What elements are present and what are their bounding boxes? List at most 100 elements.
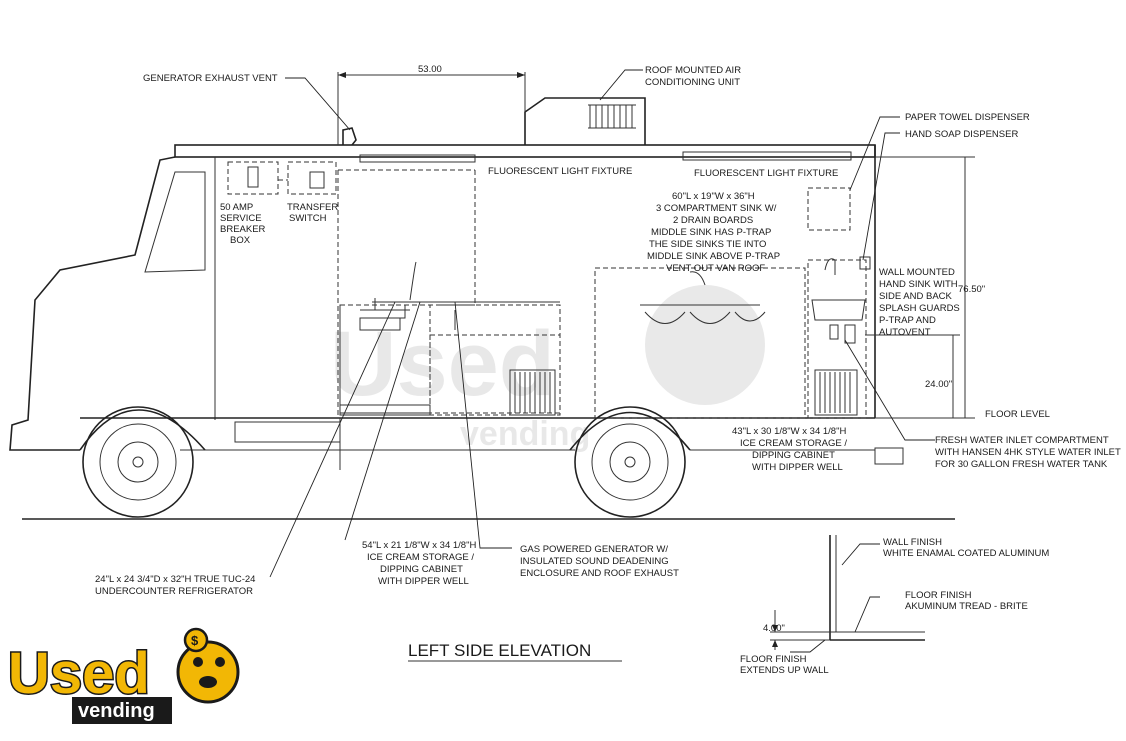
leader-lines	[269, 69, 935, 578]
svg-text:WALL FINISH: WALL FINISH	[883, 537, 942, 548]
svg-text:FOR 30 GALLON FRESH WATER TANK: FOR 30 GALLON FRESH WATER TANK	[935, 459, 1108, 470]
paper-towel-box	[807, 187, 851, 231]
svg-text:FLOOR FINISH: FLOOR FINISH	[905, 590, 972, 601]
cabinet-grille	[814, 369, 858, 416]
logo-sub-bg	[72, 697, 172, 724]
label-floor-level: FLOOR LEVEL	[985, 409, 1050, 420]
watermark-sub: vending	[460, 415, 590, 453]
label-paper-towel: PAPER TOWEL DISPENSER	[905, 112, 1030, 123]
height-dimensions: 76.50" 24.00"	[865, 156, 985, 419]
hand-sink-wall	[807, 259, 867, 419]
svg-text:WITH DIPPER WELL: WITH DIPPER WELL	[378, 576, 469, 587]
label-breaker-box: 50 AMP SERVICE BREAKER BOX	[220, 202, 266, 246]
svg-text:43"L x 30 1/8"W x 34 1/8"H: 43"L x 30 1/8"W x 34 1/8"H	[732, 426, 846, 437]
side-step	[234, 421, 341, 443]
svg-text:60"L x 19"W x 36"H: 60"L x 19"W x 36"H	[672, 191, 755, 202]
label-wall-finish: WALL FINISH WHITE ENAMAL COATED ALUMINUM	[883, 537, 1049, 559]
label-fluorescent-2: FLUORESCENT LIGHT FIXTURE	[694, 168, 838, 179]
rear-bumper	[874, 447, 904, 465]
floor-detail: 4.00"	[763, 535, 925, 653]
generator-enclosure	[429, 334, 561, 416]
dollar-coin-icon	[183, 627, 209, 653]
label-transfer-switch: TRANSFER SWITCH	[287, 202, 338, 224]
label-generator-exhaust: GENERATOR EXHAUST VENT	[143, 73, 278, 84]
svg-text:MIDDLE SINK HAS P-TRAP: MIDDLE SINK HAS P-TRAP	[651, 227, 771, 238]
svg-text:FLOOR FINISH: FLOOR FINISH	[740, 654, 807, 665]
windshield	[144, 171, 206, 273]
logo-sub: vending	[78, 700, 155, 722]
roof-ac-unit	[524, 97, 646, 145]
three-comp-sink-cabinet	[594, 267, 806, 419]
generator-grille	[509, 369, 556, 416]
label-roof-ac-2: CONDITIONING UNIT	[645, 77, 740, 88]
svg-text:INSULATED SOUND DEADENING: INSULATED SOUND DEADENING	[520, 556, 669, 567]
svg-text:50 AMP: 50 AMP	[220, 202, 253, 213]
logo-coin-icon	[176, 640, 240, 704]
svg-text:WHITE ENAMAL COATED ALUMINUM: WHITE ENAMAL COATED ALUMINUM	[883, 548, 1049, 559]
label-floor-finish: FLOOR FINISH AKUMINUM TREAD - BRITE	[905, 590, 1028, 612]
label-generator: GAS POWERED GENERATOR W/ INSULATED SOUND…	[520, 544, 679, 579]
svg-text:ICE CREAM STORAGE /: ICE CREAM STORAGE /	[740, 438, 847, 449]
svg-text:BOX: BOX	[230, 235, 251, 246]
light-fixture-1	[359, 154, 476, 163]
truck-body	[9, 144, 904, 470]
floor-detail-dim: 4.00"	[763, 623, 785, 634]
label-cabinet-43: 43"L x 30 1/8"W x 34 1/8"H ICE CREAM STO…	[732, 426, 847, 473]
cab-front-outline	[9, 156, 176, 451]
roof-dimension: 53.00	[337, 64, 526, 145]
usedvending-logo: Used $ vending	[7, 627, 240, 724]
svg-text:WITH DIPPER WELL: WITH DIPPER WELL	[752, 462, 843, 473]
sink-height-label: 24.00"	[925, 379, 952, 390]
label-cabinet-54: 54"L x 21 1/8"W x 34 1/8"H ICE CREAM STO…	[362, 540, 476, 587]
svg-text:24"L x 24 3/4"D x 32"H TRUE TU: 24"L x 24 3/4"D x 32"H TRUE TUC-24	[95, 574, 255, 585]
svg-text:2 DRAIN BOARDS: 2 DRAIN BOARDS	[673, 215, 753, 226]
svg-text:ICE CREAM STORAGE /: ICE CREAM STORAGE /	[367, 552, 474, 563]
logo-main: Used	[8, 641, 150, 706]
svg-text:54"L x 21 1/8"W x 34 1/8"H: 54"L x 21 1/8"W x 34 1/8"H	[362, 540, 476, 551]
svg-text:P-TRAP AND: P-TRAP AND	[879, 315, 936, 326]
svg-text:DIPPING CABINET: DIPPING CABINET	[380, 564, 463, 575]
label-fresh-water: FRESH WATER INLET COMPARTMENT WITH HANSE…	[935, 435, 1121, 470]
breaker-box	[227, 161, 279, 195]
roof-span-label: 53.00	[418, 64, 442, 75]
front-wheel	[82, 406, 194, 518]
svg-text:GAS POWERED GENERATOR W/: GAS POWERED GENERATOR W/	[520, 544, 668, 555]
light-fixture-2	[682, 151, 852, 161]
svg-text:EXTENDS UP WALL: EXTENDS UP WALL	[740, 665, 829, 676]
svg-text:3 COMPARTMENT SINK W/: 3 COMPARTMENT SINK W/	[656, 203, 777, 214]
svg-text:DIPPING CABINET: DIPPING CABINET	[752, 450, 835, 461]
label-floor-finish-up: FLOOR FINISH EXTENDS UP WALL	[740, 654, 829, 676]
roof	[174, 144, 876, 158]
svg-text:SIDE AND BACK: SIDE AND BACK	[879, 291, 953, 302]
label-three-comp-sink: 60"L x 19"W x 36"H 3 COMPARTMENT SINK W/…	[647, 191, 780, 274]
rear-wheel-arch	[569, 411, 691, 451]
svg-text:FRESH WATER INLET COMPARTMENT: FRESH WATER INLET COMPARTMENT	[935, 435, 1109, 446]
svg-text:MIDDLE SINK ABOVE P-TRAP: MIDDLE SINK ABOVE P-TRAP	[647, 251, 780, 262]
svg-text:BREAKER: BREAKER	[220, 224, 266, 235]
transfer-switch	[278, 161, 337, 195]
wall-height-label: 76.50"	[958, 284, 985, 295]
svg-text:UNDERCOUNTER REFRIGERATOR: UNDERCOUNTER REFRIGERATOR	[95, 586, 253, 597]
label-hand-sink: WALL MOUNTED HAND SINK WITH SIDE AND BAC…	[879, 267, 960, 338]
svg-text:ENCLOSURE AND ROOF EXHAUST: ENCLOSURE AND ROOF EXHAUST	[520, 568, 679, 579]
svg-text:AUTOVENT: AUTOVENT	[879, 327, 931, 338]
label-fluorescent-1: FLUORESCENT LIGHT FIXTURE	[488, 166, 632, 177]
rear-wheel	[574, 406, 686, 518]
exhaust-vent	[342, 127, 357, 146]
label-hand-soap: HAND SOAP DISPENSER	[905, 129, 1018, 140]
svg-text:HAND SINK WITH: HAND SINK WITH	[879, 279, 958, 290]
watermark: Used vending	[330, 285, 765, 453]
label-roof-ac-1: ROOF MOUNTED AIR	[645, 65, 741, 76]
svg-text:VENT OUT VAN ROOF: VENT OUT VAN ROOF	[666, 263, 765, 274]
watermark-main: Used	[330, 313, 555, 415]
svg-text:AKUMINUM TREAD - BRITE: AKUMINUM TREAD - BRITE	[905, 601, 1028, 612]
svg-text:SERVICE: SERVICE	[220, 213, 262, 224]
svg-text:WITH HANSEN 4HK STYLE WATER IN: WITH HANSEN 4HK STYLE WATER INLET	[935, 447, 1121, 458]
svg-text:SWITCH: SWITCH	[289, 213, 327, 224]
svg-text:THE SIDE SINKS TIE INTO: THE SIDE SINKS TIE INTO	[649, 239, 766, 250]
watermark-coin	[645, 285, 765, 405]
svg-text:TRANSFER: TRANSFER	[287, 202, 338, 213]
label-refrigerator: 24"L x 24 3/4"D x 32"H TRUE TUC-24 UNDER…	[95, 574, 255, 597]
